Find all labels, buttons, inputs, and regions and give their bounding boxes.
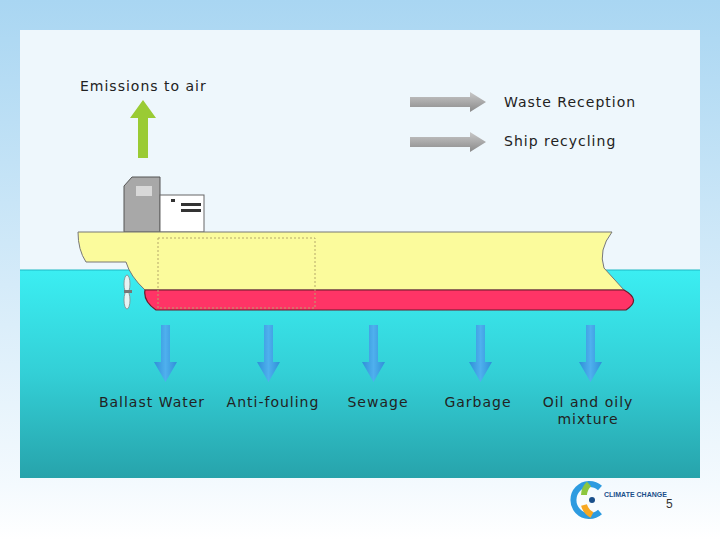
sea <box>20 270 700 478</box>
flow-label: Waste Reception <box>504 94 684 111</box>
discharge-arrow <box>362 325 385 382</box>
flow-label: Ship recycling <box>504 133 684 150</box>
window <box>181 209 201 212</box>
waste-arrow <box>410 92 486 112</box>
hull <box>78 232 624 290</box>
logo <box>573 484 600 516</box>
logo-ring <box>573 484 600 516</box>
emission-label: Emissions to air <box>80 78 280 95</box>
discharge-label: Sewage <box>318 394 438 411</box>
logo-ring <box>584 484 589 495</box>
emission-arrow <box>130 100 156 158</box>
discharge-label: Garbage <box>423 394 533 411</box>
discharge-arrow <box>257 325 280 382</box>
logo-dot <box>589 497 595 503</box>
discharge-label: Anti-fouling <box>208 394 338 411</box>
bridge <box>160 195 204 232</box>
discharge-arrows <box>154 325 602 382</box>
hull-bottom <box>145 290 634 310</box>
window <box>171 199 175 202</box>
funnel <box>124 177 160 232</box>
discharge-arrow <box>469 325 492 382</box>
discharge-label: Oil and oily mixture <box>528 394 648 428</box>
discharge-arrow <box>579 325 602 382</box>
propeller <box>124 291 130 309</box>
recycling-arrow <box>410 132 486 152</box>
logo-ring <box>584 505 592 515</box>
cargo-hold <box>158 238 315 308</box>
window <box>181 203 201 206</box>
discharge-arrow <box>154 325 177 382</box>
page-number: 5 <box>666 496 686 513</box>
discharge-label: Ballast Water <box>87 394 217 411</box>
funnel-highlight <box>136 186 152 196</box>
propeller-hub <box>124 290 132 293</box>
